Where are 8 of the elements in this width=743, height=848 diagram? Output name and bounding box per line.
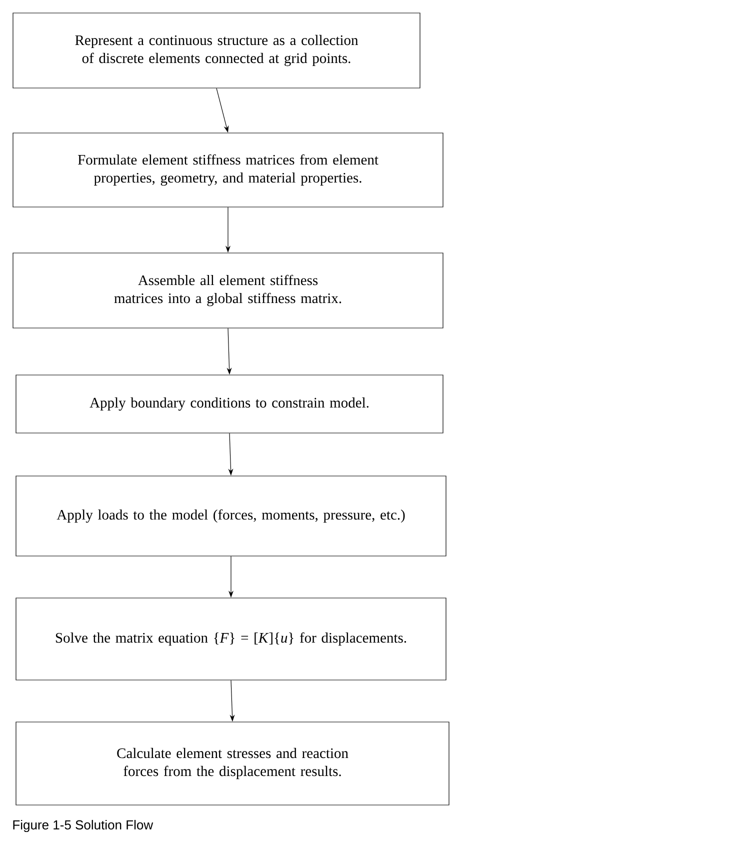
process-box: Apply boundary conditions to constrain model.: [16, 374, 444, 434]
process-box: Represent a continuous structure as a collection of discrete elements connected at grid points.: [12, 12, 420, 88]
process-box: Calculate element stresses and reaction forces from the displacement results.: [16, 722, 450, 806]
process-box: Solve the matrix equation {F} = [K]{u} for displacements.: [16, 598, 446, 680]
process-box: Formulate element stiffness matrices from element properties, geometry, and material properties.: [12, 132, 444, 208]
process-box: Assemble all element stiffness matrices into a global stiffness matrix.: [12, 252, 444, 328]
figure-caption: Figure 1-5 Solution Flow: [13, 820, 154, 832]
process-box: Apply loads to the model (forces, moments, pressure, etc.): [16, 476, 446, 556]
